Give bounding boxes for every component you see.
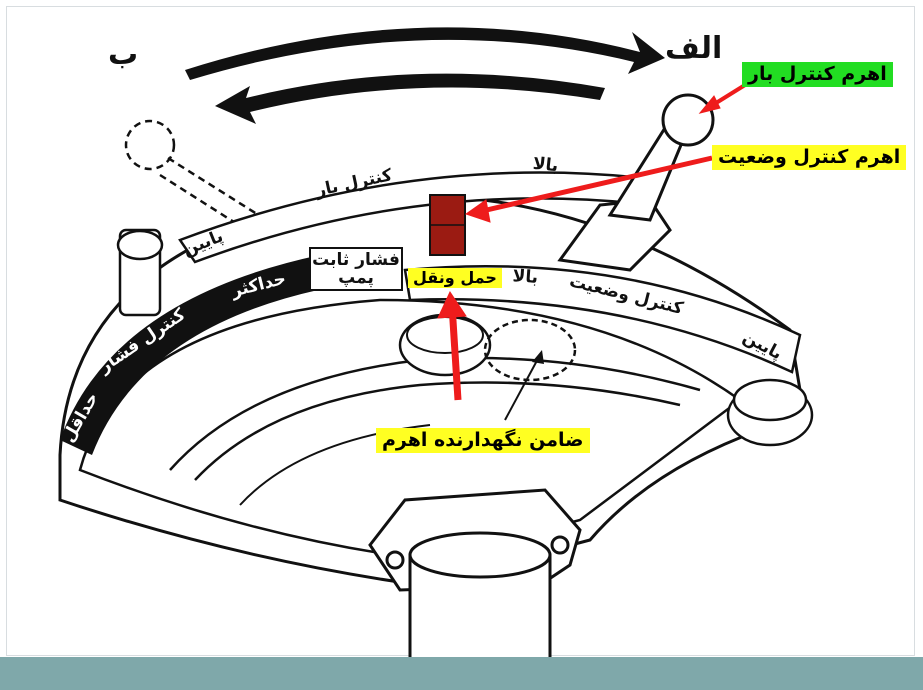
- direction-b-label: ب: [108, 37, 139, 72]
- left-knob: [116, 228, 164, 317]
- rotation-arrows: [185, 27, 665, 124]
- lever-retainer-label: ضامن نگهدارنده اهرم: [376, 428, 590, 453]
- position-control-lever-label: اهرم کنترل وضعیت: [712, 145, 907, 170]
- lower-scale-up: بالا: [512, 266, 539, 288]
- arrow-indicator: [477, 155, 713, 215]
- transport-label: حمل ونقل: [408, 268, 502, 288]
- arrow-to-b: [215, 73, 605, 124]
- red-arrows: [437, 83, 747, 401]
- arrow-retainer: [504, 354, 541, 421]
- upper-scale-up: بالا: [532, 154, 559, 177]
- arrow-to-a: [185, 27, 665, 80]
- right-knob: [726, 378, 814, 447]
- pressure-fixed-line2: پمپ: [338, 268, 374, 288]
- lower-scale-band: [403, 264, 802, 374]
- pressure-scale-band: [60, 247, 403, 455]
- load-control-lever-label: اهرم کنترل بار: [742, 62, 893, 87]
- transport-indicator: [429, 194, 466, 256]
- slot-2: [194, 381, 681, 481]
- pressure-fixed-line1: فشار ثابت: [312, 250, 400, 270]
- arrow-retainer-head: [532, 350, 544, 364]
- fixed-pressure-box: [309, 247, 403, 291]
- mounting-shaft: [368, 488, 582, 677]
- arrow-transport: [448, 304, 462, 401]
- footer-bar: [0, 657, 923, 690]
- direction-a-label: الف: [665, 31, 723, 66]
